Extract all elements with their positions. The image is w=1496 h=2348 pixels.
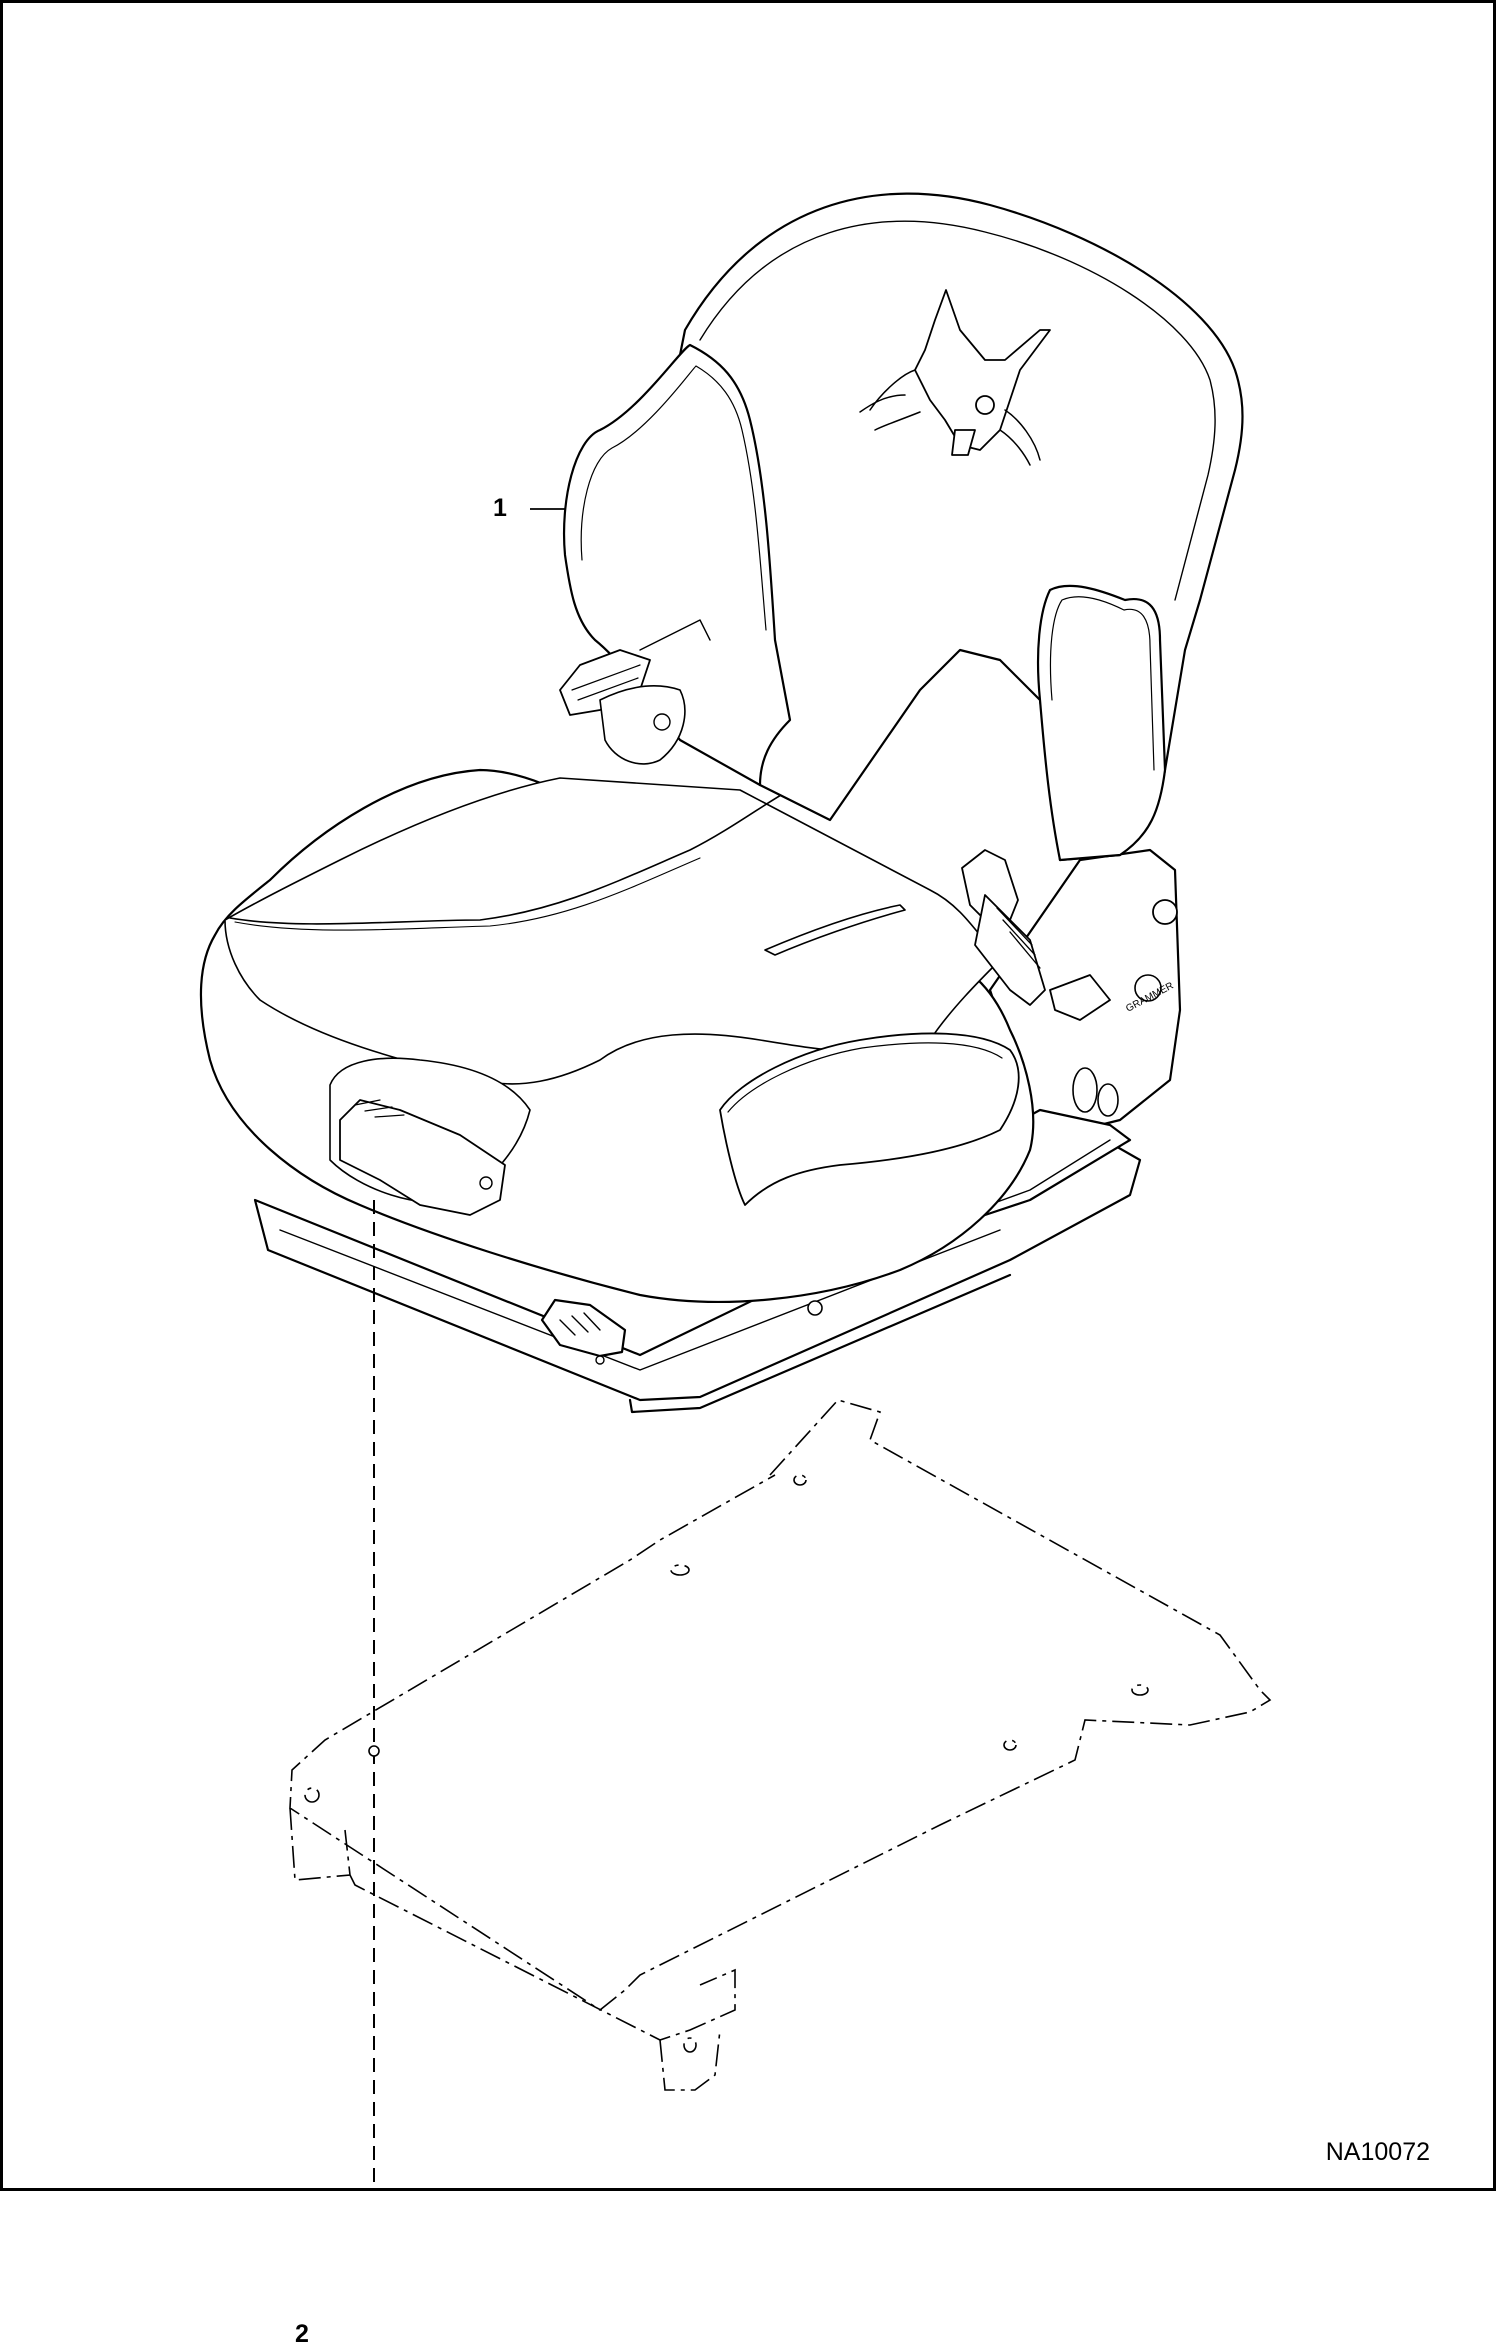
diagram-border — [0, 0, 1496, 2191]
seat-assembly: GRAMMER — [199, 192, 1244, 1414]
callout-2-label: 2 — [295, 2320, 309, 2348]
thigh-bolster — [719, 1032, 1020, 1206]
bobcat-logo-icon — [859, 289, 1051, 466]
seat-belt-buckle-icon — [961, 849, 1111, 1021]
figure-id: NA10072 — [1325, 2138, 1430, 2166]
callout-1-label: 1 — [493, 494, 507, 522]
front-handle — [339, 1099, 506, 1216]
front-rail — [628, 1273, 1012, 1414]
parts-diagram: GRAMMER — [0, 0, 1496, 2191]
seat-slot — [764, 904, 906, 956]
seat-mount-plate — [289, 1399, 1272, 2091]
recline-bracket — [599, 685, 686, 765]
backrest-right-wing — [1036, 584, 1167, 862]
